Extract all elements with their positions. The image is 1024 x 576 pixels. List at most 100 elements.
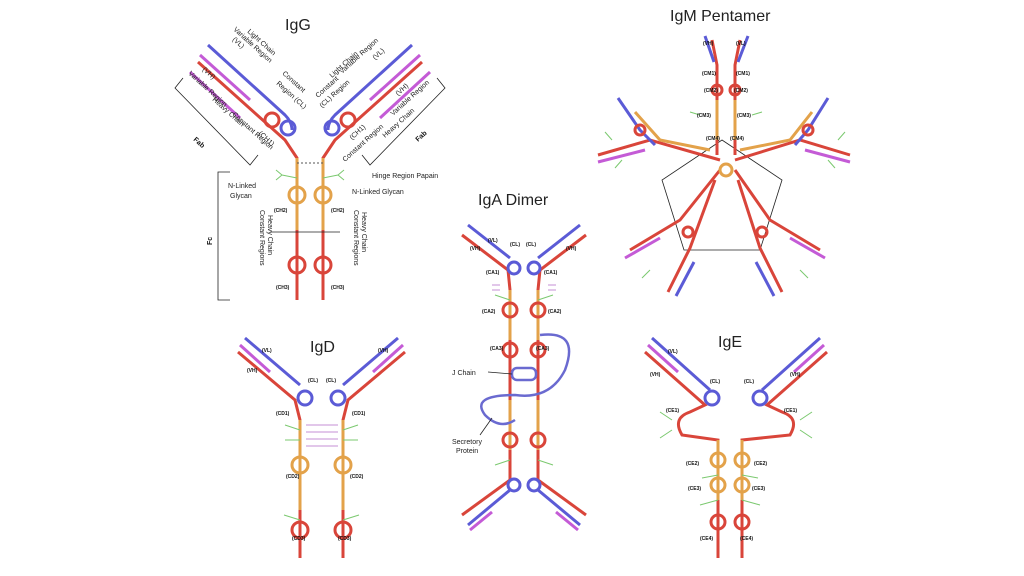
igg-ch2-loop-right	[313, 185, 333, 205]
ige-cl-loop-right	[751, 389, 769, 407]
iga-heavy-chain-bottom-right	[537, 478, 587, 517]
igm-glycans	[604, 111, 846, 279]
igg-heavy-chain-const-right-label: Heavy Chain	[360, 212, 367, 252]
igd-cd3-left-label: (CD3)	[292, 536, 306, 542]
igd-title: IgD	[310, 339, 335, 356]
iga-ca2-right-label: (CA2)	[548, 309, 562, 315]
ige-ce4-left-label: (CE4)	[700, 536, 713, 542]
igm-top-light-left	[703, 35, 716, 63]
igg-structure: IgG Light Chain Var	[174, 17, 446, 301]
igm-ll-loop	[681, 225, 695, 239]
igg-fc-label: Fc	[207, 237, 214, 245]
igd-glycans	[283, 424, 360, 521]
ige-ce3-right-label: (CE3)	[752, 486, 765, 492]
ige-light-chain-right	[760, 336, 822, 392]
igm-top-loop-left	[710, 83, 724, 97]
igg-ch1-loop-left	[263, 111, 281, 129]
igd-structure: IgD (VH) (VL) (CL) (CL) (VH) (CD1) (CD1)…	[237, 336, 406, 558]
ige-hinge	[716, 440, 744, 500]
igg-ch1-loop-right	[339, 111, 357, 129]
igm-ur-variable	[804, 148, 851, 164]
igg-ch3-loop-right	[313, 255, 333, 275]
iga-vh-bottom-right	[555, 510, 579, 532]
igg-vl-right-label: (VL)	[372, 47, 387, 61]
igg-fab-bracket-left	[174, 77, 259, 166]
igm-cm1-right-label: (CM1)	[736, 71, 750, 77]
iga-secretory-label: Secretory	[452, 439, 482, 446]
igg-constant-region-left-label: Constant Region	[231, 111, 275, 151]
iga-hinge-top	[508, 290, 540, 340]
igg-fc-bracket	[217, 171, 230, 301]
igd-cd2-left-label: (CD2)	[286, 474, 300, 480]
igd-vh-left-label: (VH)	[247, 368, 258, 374]
iga-heavy-chain-right	[536, 233, 587, 480]
ige-ce4-loop-left	[709, 513, 727, 531]
ige-ce2-left-label: (CE2)	[686, 461, 699, 467]
iga-ca2-loop-right	[529, 301, 547, 319]
ige-ce3-left-label: (CE3)	[688, 486, 701, 492]
igm-ll-variable	[624, 236, 661, 260]
iga-glycans	[494, 294, 554, 466]
igg-n-glycan-right-label: N-Linked Glycan	[352, 189, 404, 196]
igg-n-glycan-left-label: N-Linked	[228, 183, 256, 190]
iga-secretory-pointer	[479, 417, 493, 436]
iga-ca2-left-label: (CA2)	[482, 309, 496, 315]
igm-ul-variable	[597, 148, 646, 164]
igm-structure: IgM Pentamer	[597, 8, 851, 297]
igd-vl-left-label: (VL)	[262, 348, 272, 354]
iga-bottom-loop-left	[501, 431, 519, 449]
igm-top-loop-right	[728, 83, 742, 97]
igg-cl-loop-right	[323, 119, 341, 137]
ige-cl-right-label: (CL)	[744, 379, 754, 385]
igm-lr-loop	[755, 225, 769, 239]
igd-cd3-loop-left	[290, 520, 310, 540]
igg-glycan-right	[322, 169, 345, 181]
igm-ll-heavy	[629, 169, 722, 252]
igd-hinge-links	[306, 424, 338, 447]
igm-title: IgM Pentamer	[670, 8, 771, 25]
ige-structure: IgE (VH) (VL) (CL) (CL) (VH) (CE1) (CE1)…	[644, 334, 828, 558]
iga-cl-loop-right	[526, 260, 542, 276]
igm-cm4-left-label: (CM4)	[706, 136, 720, 142]
ige-title: IgE	[718, 334, 742, 351]
igm-vh-label: (VH)	[703, 41, 714, 47]
igm-cm2-left-label: (CM2)	[704, 88, 718, 94]
igm-ul-loop	[633, 123, 647, 137]
ige-ce3-loop-left	[709, 476, 727, 494]
ige-ce4-right-label: (CE4)	[740, 536, 753, 542]
ige-ce4-loop-right	[733, 513, 751, 531]
igg-fab-left-label: Fab	[192, 136, 206, 150]
igm-pentagon	[661, 139, 783, 251]
igm-ll-heavy-2	[666, 179, 717, 293]
iga-protein-label: Protein	[456, 448, 478, 455]
iga-cl-right-label: (CL)	[526, 242, 536, 248]
igm-vl-label: (VL)	[736, 41, 746, 47]
igg-vl-right	[368, 53, 422, 102]
iga-heavy-chain-left	[461, 233, 512, 480]
iga-ca1-right-label: (CA1)	[544, 270, 558, 276]
ige-vh-right-label: (VH)	[790, 372, 801, 378]
igd-vh-right-label: (VH)	[378, 348, 389, 354]
iga-hinge-bottom	[508, 400, 540, 450]
iga-vl-left-label: (VL)	[488, 238, 498, 244]
igm-ur-hinge	[739, 111, 814, 152]
igg-ch3-loop-left	[287, 255, 307, 275]
iga-light-chain-bottom-right	[537, 488, 581, 527]
ige-cl-loop-left	[703, 389, 721, 407]
ige-ce3-loop-right	[733, 476, 751, 494]
igd-light-chain-left	[244, 336, 301, 387]
igd-cl-right-label: (CL)	[326, 378, 336, 384]
igd-cd1-left-label: (CD1)	[276, 411, 290, 417]
ige-glycans	[659, 411, 813, 506]
iga-vh-right-label: (VH)	[566, 246, 577, 252]
igd-cl-left-label: (CL)	[308, 378, 318, 384]
ige-ce2-loop-left	[709, 451, 727, 469]
ige-cl-left-label: (CL)	[710, 379, 720, 385]
iga-cl-loop-bottom-left	[506, 477, 522, 493]
iga-ca1-left-label: (CA1)	[486, 270, 500, 276]
igg-fab-right-label: Fab	[415, 130, 429, 144]
iga-title: IgA Dimer	[478, 192, 549, 209]
ige-vl-left	[646, 343, 680, 374]
iga-secretory-protein	[480, 333, 571, 426]
igg-fab-bracket-right	[361, 77, 446, 166]
